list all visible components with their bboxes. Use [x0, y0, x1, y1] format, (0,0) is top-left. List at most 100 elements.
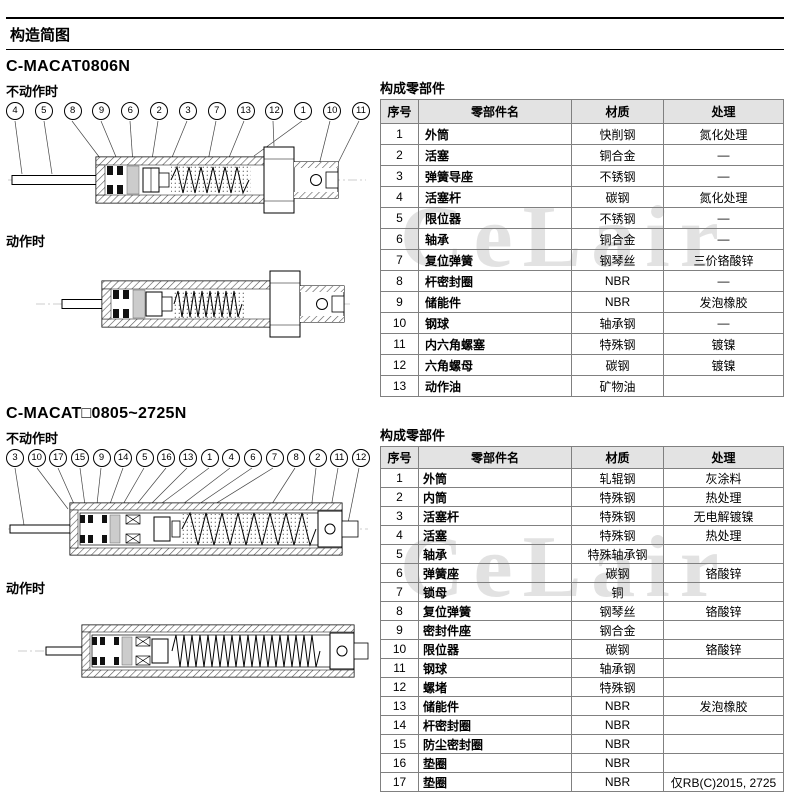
table-row: 2 内筒 特殊钢 热处理 [380, 487, 784, 507]
cell-no: 4 [380, 525, 419, 545]
table-row: 4 活塞 特殊钢 热处理 [380, 525, 784, 545]
cell-no: 7 [380, 249, 419, 271]
cell-treatment [663, 620, 784, 640]
cell-material: 特殊轴承钢 [571, 544, 664, 564]
cell-no: 6 [380, 228, 419, 250]
cell-no: 9 [380, 620, 419, 640]
cell-treatment: 热处理 [663, 487, 784, 507]
cell-no: 9 [380, 291, 419, 313]
cell-part-name: 密封件座 [418, 620, 572, 640]
cell-no: 16 [380, 753, 419, 773]
cell-part-name: 杆密封圈 [418, 270, 572, 292]
col-header-name: 零部件名 [418, 446, 572, 469]
cell-material: NBR [571, 291, 664, 313]
piston [151, 638, 169, 664]
table-row: 2 活塞 铜合金 — [380, 144, 784, 166]
diagram-0805n-active [16, 599, 370, 695]
parts-table-0806n: 序号 零部件名 材质 处理 1 外筒 快削钢 [380, 99, 784, 397]
table-row: 6 轴承 铜合金 — [380, 228, 784, 250]
cell-no: 12 [380, 354, 419, 376]
cell-material: 快削钢 [571, 123, 664, 145]
cross-section-drawing [36, 270, 350, 338]
cell-no: 15 [380, 734, 419, 754]
cell-material: 特殊钢 [571, 677, 664, 697]
callout-bubble: 9 [92, 102, 111, 120]
callout-bubble: 15 [70, 449, 89, 467]
cell-part-name: 轴承 [418, 544, 572, 564]
cell-no: 2 [380, 487, 419, 507]
cell-treatment: 发泡橡胶 [663, 291, 784, 313]
cell-no: 10 [380, 312, 419, 334]
callout-bubble: 11 [351, 102, 370, 120]
cell-no: 8 [380, 270, 419, 292]
parts-table-0805-2725n: 序号 零部件名 材质 处理 1 外筒 轧辊钢 [380, 446, 784, 792]
callout-bubble: 3 [178, 102, 197, 120]
cell-treatment: 铬酸锌 [663, 563, 784, 583]
spring-seat [125, 514, 141, 544]
page-title: 构造简图 [10, 27, 71, 44]
cell-treatment: 铬酸锌 [663, 601, 784, 621]
table-row: 9 储能件 NBR 发泡橡胶 [380, 291, 784, 313]
cell-material: NBR [571, 696, 664, 716]
table-row: 15 防尘密封圈 NBR [380, 734, 784, 754]
cell-material: NBR [571, 734, 664, 754]
cell-part-name: 活塞杆 [418, 506, 572, 526]
cell-material: 特殊钢 [571, 525, 664, 545]
cell-part-name: 活塞 [418, 525, 572, 545]
cell-no: 1 [380, 468, 419, 488]
cell-part-name: 外筒 [418, 468, 572, 488]
cell-treatment: 仅RB(C)2015, 2725 [663, 772, 784, 792]
callout-bubble: 3 [6, 449, 24, 467]
table-row: 17 垫圈 NBR 仅RB(C)2015, 2725 [380, 772, 784, 792]
return-spring [181, 511, 317, 547]
callout-bubble: 4 [6, 102, 24, 120]
callout-bubble: 7 [207, 102, 226, 120]
callout-bubble: 5 [135, 449, 154, 467]
piston [145, 291, 173, 317]
cell-treatment [663, 715, 784, 735]
cell-treatment [663, 658, 784, 678]
parts-table-title-2: 构成零部件 [380, 428, 446, 443]
cell-treatment: — [663, 312, 784, 334]
callout-bubble: 7 [265, 449, 284, 467]
cell-material: 特殊钢 [571, 487, 664, 507]
cell-material: 碳钢 [571, 186, 664, 208]
plug [341, 520, 359, 538]
table-row: 13 储能件 NBR 发泡橡胶 [380, 696, 784, 716]
steel-ball [324, 523, 336, 535]
callout-bubble: 2 [150, 102, 169, 120]
callout-bubble: 13 [179, 449, 197, 467]
cell-no: 14 [380, 715, 419, 735]
table-row: 10 限位器 碳钢 铬酸锌 [380, 639, 784, 659]
cell-material: 不锈钢 [571, 207, 664, 229]
cell-treatment: 氮化处理 [663, 123, 784, 145]
cell-material: 轴承钢 [571, 312, 664, 334]
cell-treatment: 三价铬酸锌 [663, 249, 784, 271]
table-row: 12 六角螺母 碳钢 镀镍 [380, 354, 784, 376]
callout-bubble: 12 [352, 449, 370, 467]
piston [153, 516, 181, 542]
cell-treatment: 铬酸锌 [663, 639, 784, 659]
table-row: 7 复位弹簧 钢琴丝 三价铬酸锌 [380, 249, 784, 271]
callout-bubble: 13 [236, 102, 255, 120]
table-row: 8 复位弹簧 钢琴丝 铬酸锌 [380, 601, 784, 621]
hex-nut [263, 146, 295, 214]
cell-no: 17 [380, 772, 419, 792]
cell-part-name: 外筒 [418, 123, 572, 145]
oil-chamber [171, 166, 251, 194]
cell-treatment: 灰涂料 [663, 468, 784, 488]
cell-no: 3 [380, 506, 419, 526]
cell-part-name: 储能件 [418, 291, 572, 313]
return-spring [171, 634, 321, 668]
cell-treatment: — [663, 144, 784, 166]
table-row: 4 活塞杆 碳钢 氮化处理 [380, 186, 784, 208]
callout-bubble: 11 [330, 449, 349, 467]
table-row: 3 弹簧导座 不锈钢 — [380, 165, 784, 187]
spring-seat [135, 636, 151, 666]
cell-treatment: — [663, 228, 784, 250]
cell-part-name: 限位器 [418, 639, 572, 659]
